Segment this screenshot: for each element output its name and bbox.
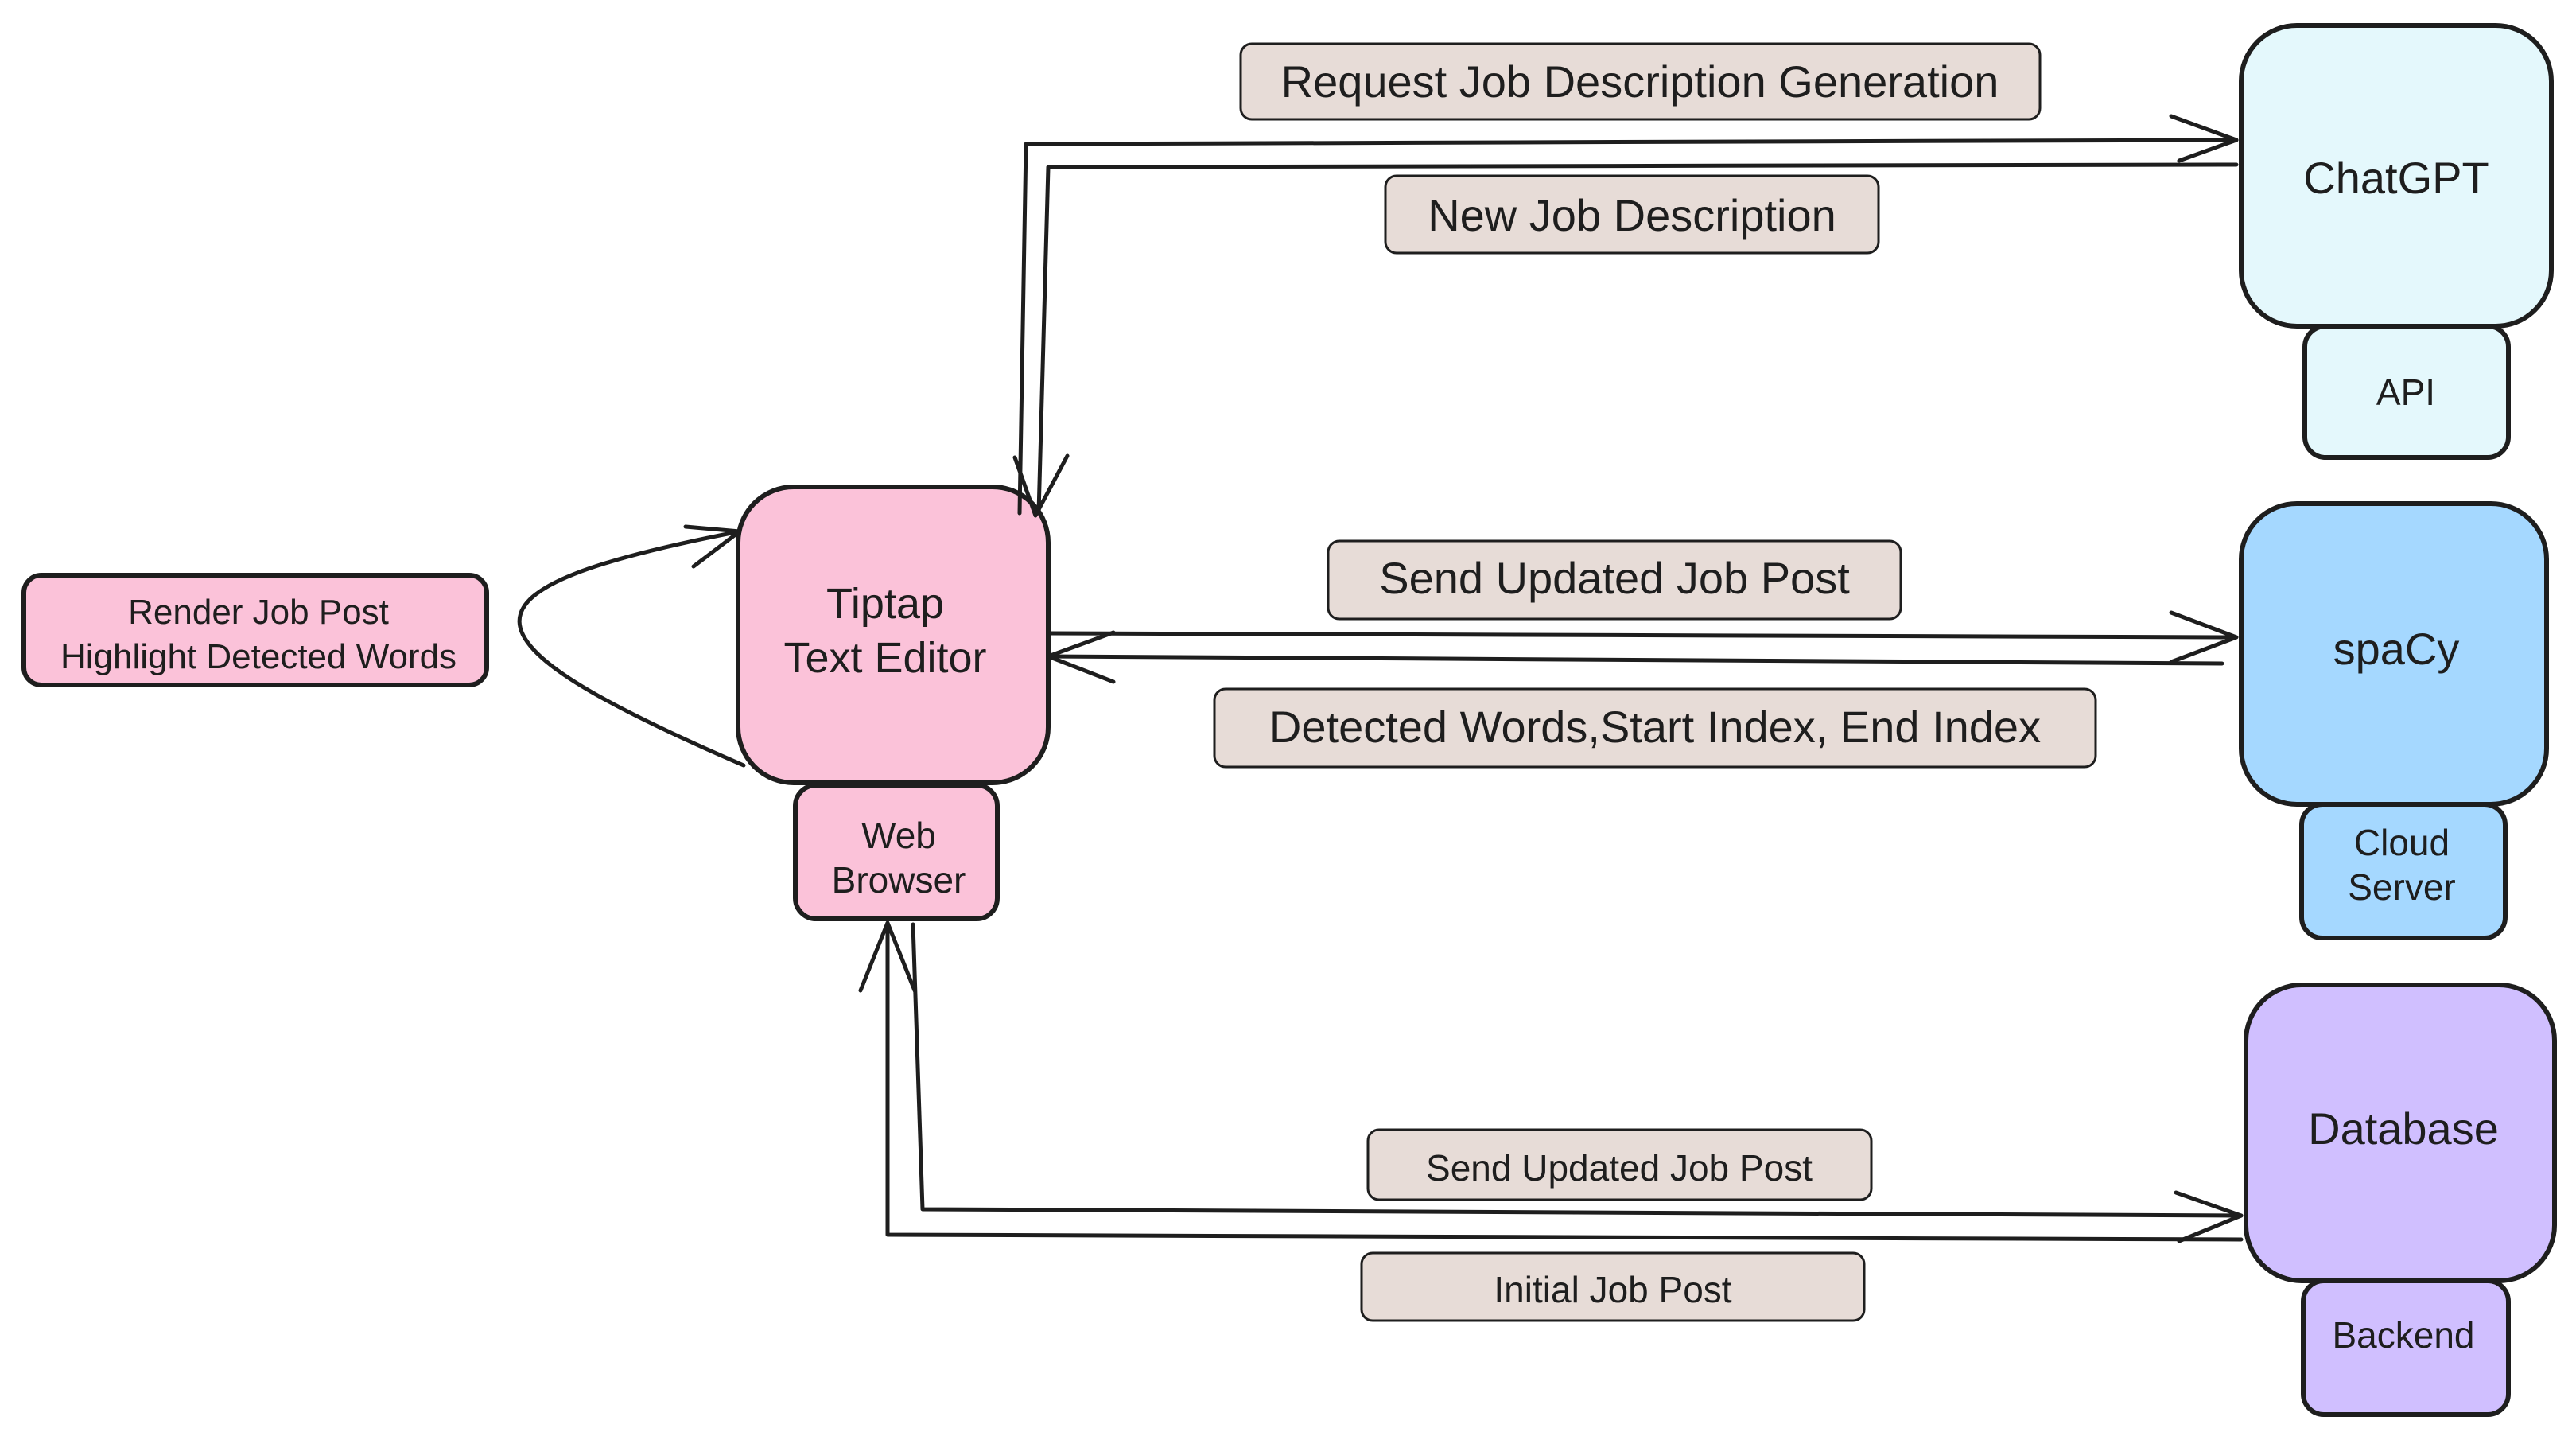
render-node-line1: Render Job Post [128, 593, 389, 632]
tiptap-node-line2: Text Editor [783, 634, 986, 682]
web-browser-node-shape [793, 783, 1000, 921]
render-job-post-node: Render Job Post Highlight Detected Words [21, 573, 489, 687]
request-generation-label: Request Job Description Generation [1239, 42, 2042, 121]
database-backend-label: Backend [2332, 1314, 2474, 1356]
render-node-shape [21, 573, 489, 687]
spacy-cloud-server-node: Cloud Server [2299, 802, 2508, 940]
spacy-cloud-line2: Server [2348, 866, 2455, 908]
spacy-node: spaCy [2239, 501, 2549, 807]
spacy-node-title: spaCy [2333, 624, 2460, 674]
render-loop-arrow [517, 524, 746, 768]
send-to-spacy-label: Send Updated Job Post [1327, 539, 1902, 621]
render-node-line2: Highlight Detected Words [60, 637, 457, 676]
chatgpt-node: ChatGPT [2239, 23, 2554, 329]
database-node: Database [2244, 983, 2557, 1283]
initial-post-arrow [858, 920, 2244, 1242]
detected-words-text: Detected Words,Start Index, End Index [1269, 702, 2041, 752]
database-backend-shape [2301, 1278, 2511, 1417]
send-to-spacy-arrow [1047, 610, 2239, 664]
detected-words-arrow [1046, 630, 2224, 684]
tiptap-node-line1: Tiptap [826, 580, 944, 628]
new-description-label: New Job Description [1384, 174, 1880, 255]
send-to-database-text: Send Updated Job Post [1426, 1147, 1813, 1189]
new-description-text: New Job Description [1428, 190, 1836, 240]
new-description-arrow [1012, 162, 2239, 518]
web-browser-node: Web Browser [793, 783, 1000, 921]
request-generation-arrow [1017, 114, 2239, 516]
send-to-spacy-text: Send Updated Job Post [1379, 553, 1850, 603]
chatgpt-api-label: API [2376, 372, 2435, 413]
chatgpt-api-node: API [2302, 324, 2511, 460]
tiptap-editor-node: Tiptap Text Editor [736, 485, 1051, 785]
detected-words-label: Detected Words,Start Index, End Index [1213, 687, 2097, 769]
chatgpt-api-shape [2302, 324, 2511, 460]
spacy-cloud-line1: Cloud [2354, 822, 2450, 863]
initial-post-text: Initial Job Post [1494, 1269, 1731, 1310]
web-browser-line2: Browser [832, 859, 966, 901]
send-to-database-label: Send Updated Job Post [1366, 1128, 1873, 1201]
initial-post-label: Initial Job Post [1360, 1251, 1866, 1322]
request-generation-text: Request Job Description Generation [1281, 56, 1999, 107]
send-to-database-arrow [911, 922, 2244, 1243]
database-node-title: Database [2308, 1103, 2499, 1154]
spacy-cloud-server-shape [2299, 802, 2508, 940]
chatgpt-node-title: ChatGPT [2303, 153, 2489, 203]
database-backend-node: Backend [2301, 1278, 2511, 1417]
web-browser-line1: Web [861, 815, 936, 856]
